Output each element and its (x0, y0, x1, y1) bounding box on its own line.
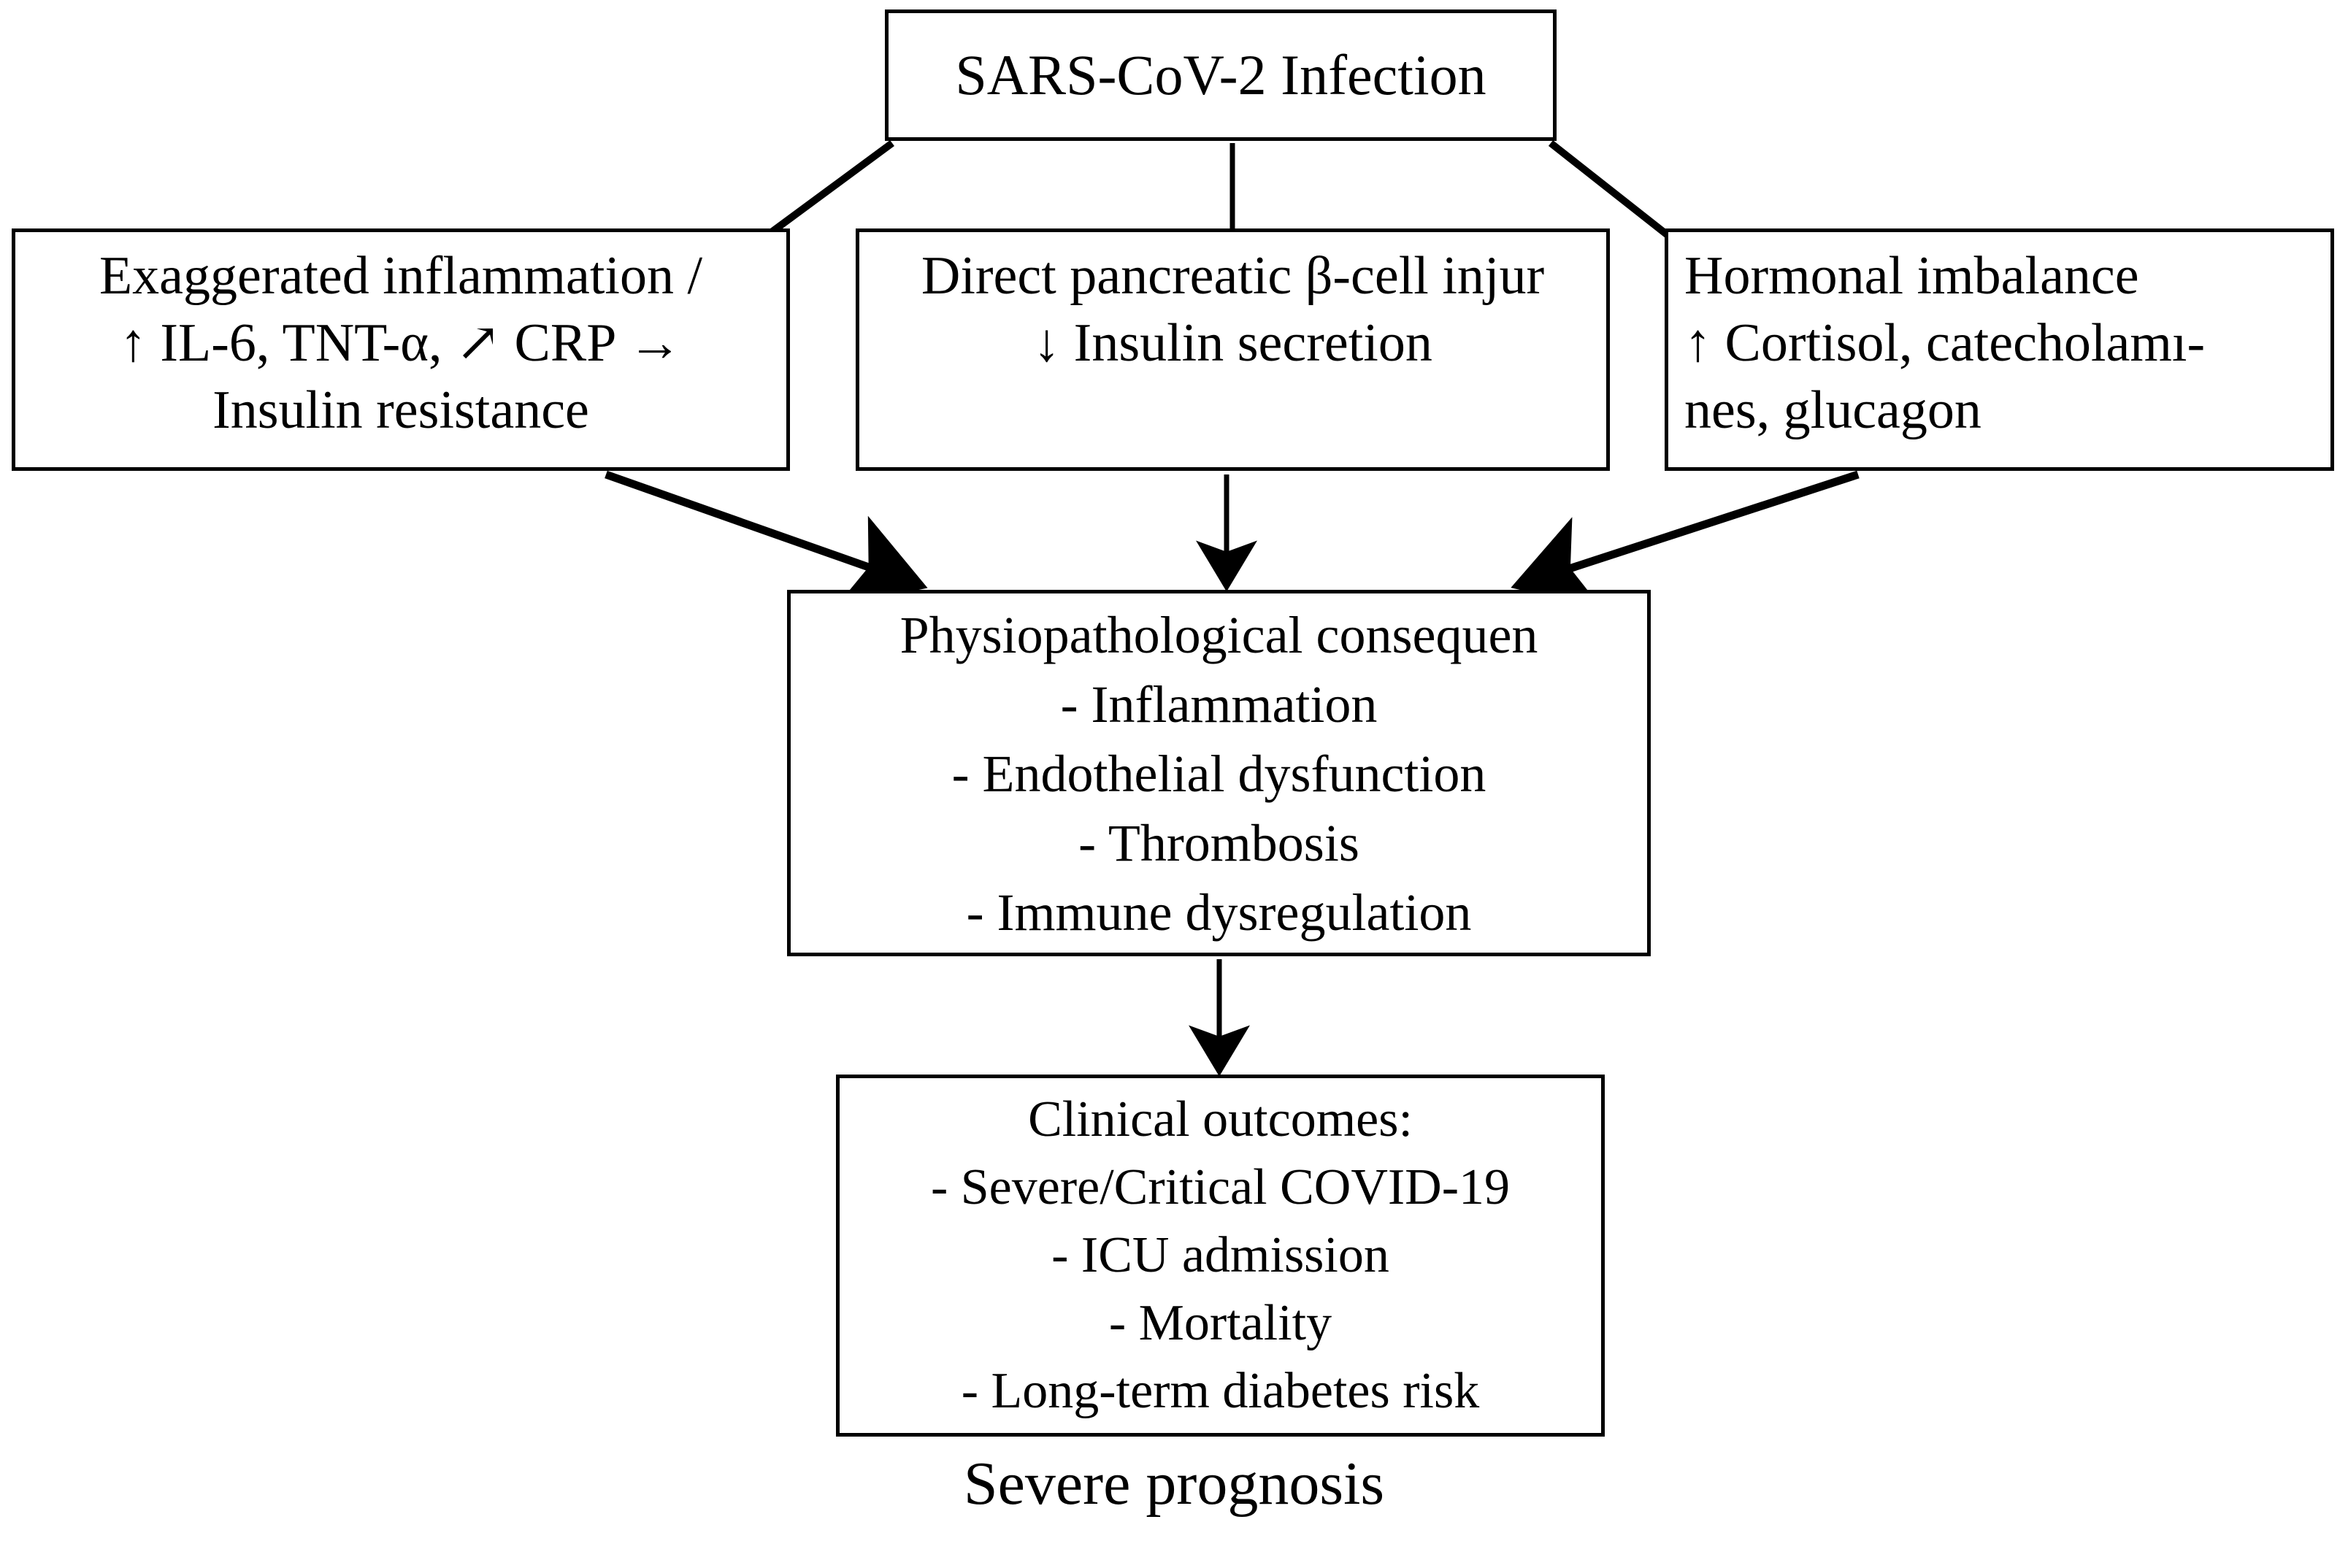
node-outcomes-line-3: - ICU admission (1051, 1227, 1389, 1283)
node-beta-cell-line-2: ↓ Insulin secretion (1033, 313, 1432, 373)
edge-inflammation-to-consequences (605, 470, 928, 607)
edge-hormonal-to-consequences (1511, 470, 1860, 609)
node-beta-cell-line-1: Direct pancreatic β-cell injur (921, 246, 1545, 306)
node-consequences-line-2: - Inflammation (1060, 675, 1378, 734)
node-physiopathological-consequences: Physiopathological consequen - Inflammat… (787, 590, 1651, 956)
node-direct-pancreatic-beta-cell-injury: Direct pancreatic β-cell injur ↓ Insulin… (856, 228, 1610, 471)
node-inflammation-line-2: ↑ IL-6, TNT-α, ↗ CRP → (119, 313, 683, 373)
node-consequences-line-5: - Immune dysregulation (966, 883, 1472, 942)
node-hormonal-line-1: Hormonal imbalance (1684, 246, 2139, 306)
node-hormonal-line-3: nes, glucagon (1684, 380, 1981, 440)
caption-severe-prognosis: Severe prognosis (963, 1450, 1385, 1518)
node-outcomes-line-4: - Mortality (1108, 1295, 1332, 1351)
node-exaggerated-inflammation: Exaggerated inflammation / ↑ IL-6, TNT-α… (12, 228, 790, 471)
node-outcomes-line-5: - Long-term diabetes risk (961, 1363, 1480, 1419)
node-inflammation-line-3: Insulin resistance (212, 380, 589, 440)
node-consequences-line-1: Physiopathological consequen (899, 606, 1538, 664)
node-sars-cov-2-infection: SARS-CoV-2 Infection (885, 9, 1557, 141)
node-hormonal-imbalance: Hormonal imbalance ↑ Cortisol, catechola… (1665, 228, 2334, 471)
node-consequences-line-3: - Endothelial dysfunction (951, 745, 1486, 803)
node-clinical-outcomes: Clinical outcomes: - Severe/Critical COV… (836, 1075, 1605, 1437)
node-hormonal-line-2: ↑ Cortisol, catecholamı- (1684, 313, 2206, 373)
node-outcomes-line-1: Clinical outcomes: (1028, 1091, 1413, 1148)
node-root-line-1: SARS-CoV-2 Infection (955, 43, 1486, 107)
node-inflammation-line-1: Exaggerated inflammation / (99, 246, 703, 306)
node-consequences-line-4: - Thrombosis (1078, 814, 1359, 872)
node-outcomes-line-2: - Severe/Critical COVID-19 (930, 1159, 1511, 1215)
